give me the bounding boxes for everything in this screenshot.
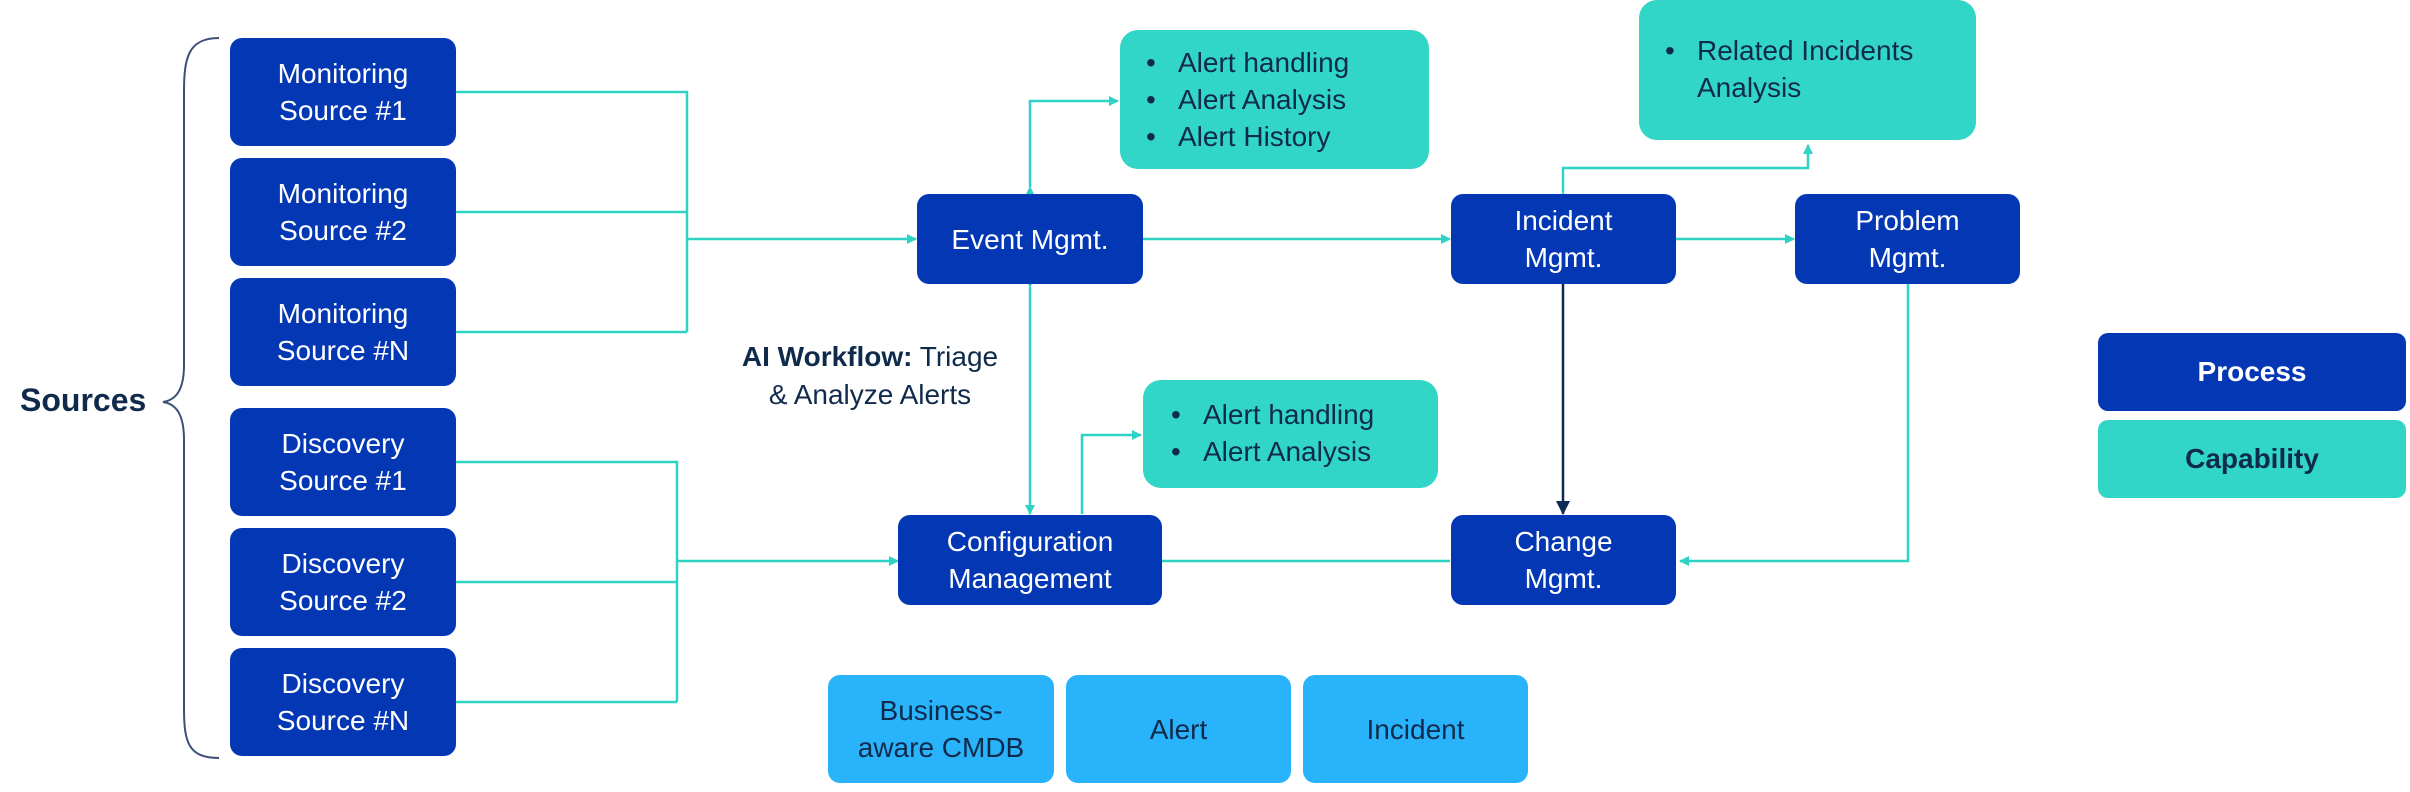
capability-item: Alert handling <box>1142 44 1413 81</box>
configuration-management-process: Configuration Management <box>898 515 1162 605</box>
entity-cmdb: Business- aware CMDB <box>828 675 1054 783</box>
legend-process-label: Process <box>2197 356 2307 387</box>
legend-process: Process <box>2098 333 2406 411</box>
event-management-process: Event Mgmt. <box>917 194 1143 284</box>
change-management-process: Change Mgmt. <box>1451 515 1676 605</box>
configuration-management-label: Configuration Management <box>946 526 1114 594</box>
entity-incident: Incident <box>1303 675 1528 783</box>
capability-item: Alert Analysis <box>1167 433 1422 470</box>
connector-discovery-1 <box>456 460 679 702</box>
discovery-source-2-label: Discovery Source #2 <box>279 548 407 616</box>
ai-workflow-annotation: AI Workflow: Triage & Analyze Alerts <box>715 338 1025 414</box>
discovery-source-2: Discovery Source #2 <box>230 528 456 636</box>
incident-capabilities: Related Incidents Analysis <box>1639 0 1976 140</box>
config-capabilities: Alert handling Alert Analysis <box>1143 380 1438 488</box>
discovery-source-n: Discovery Source #N <box>230 648 456 756</box>
sources-brace <box>162 37 220 759</box>
ai-workflow-text: Triage & Analyze Alerts <box>768 341 999 410</box>
entity-incident-label: Incident <box>1366 713 1465 745</box>
monitoring-source-2-label: Monitoring Source #2 <box>277 178 409 246</box>
legend-capability: Capability <box>2098 420 2406 498</box>
monitoring-source-n-label: Monitoring Source #N <box>276 298 410 366</box>
capability-item: Related Incidents Analysis <box>1661 32 1960 106</box>
entity-alert: Alert <box>1066 675 1291 783</box>
change-management-label: Change Mgmt. <box>1514 526 1613 594</box>
incident-management-process: Incident Mgmt. <box>1451 194 1676 284</box>
entity-cmdb-label: Business- aware CMDB <box>857 695 1025 763</box>
problem-management-label: Problem Mgmt. <box>1855 205 1960 273</box>
legend-capability-label: Capability <box>2185 443 2319 474</box>
monitoring-source-2: Monitoring Source #2 <box>230 158 456 266</box>
problem-management-process: Problem Mgmt. <box>1795 194 2020 284</box>
ai-workflow-title: AI Workflow: <box>741 341 913 372</box>
connector-monitoring-1 <box>456 90 689 332</box>
event-capabilities: Alert handling Alert Analysis Alert Hist… <box>1120 30 1429 169</box>
connector-event-capability <box>1025 96 1119 196</box>
connector-config-capability <box>1080 430 1142 514</box>
discovery-source-1-label: Discovery Source #1 <box>279 428 407 496</box>
monitoring-source-1: Monitoring Source #1 <box>230 38 456 146</box>
event-management-label: Event Mgmt. <box>951 223 1109 255</box>
sources-label: Sources <box>20 382 147 418</box>
entity-alert-label: Alert <box>1149 713 1208 745</box>
capability-item: Alert handling <box>1167 396 1422 433</box>
monitoring-source-1-label: Monitoring Source #1 <box>277 58 409 126</box>
capability-item: Alert History <box>1142 118 1413 155</box>
discovery-source-1: Discovery Source #1 <box>230 408 456 516</box>
discovery-source-n-label: Discovery Source #N <box>276 668 410 736</box>
incident-management-label: Incident Mgmt. <box>1514 205 1613 273</box>
capability-item: Alert Analysis <box>1142 81 1413 118</box>
connector-incident-capability <box>1558 144 1813 201</box>
connector-problem-change <box>1679 283 1910 566</box>
monitoring-source-n: Monitoring Source #N <box>230 278 456 386</box>
